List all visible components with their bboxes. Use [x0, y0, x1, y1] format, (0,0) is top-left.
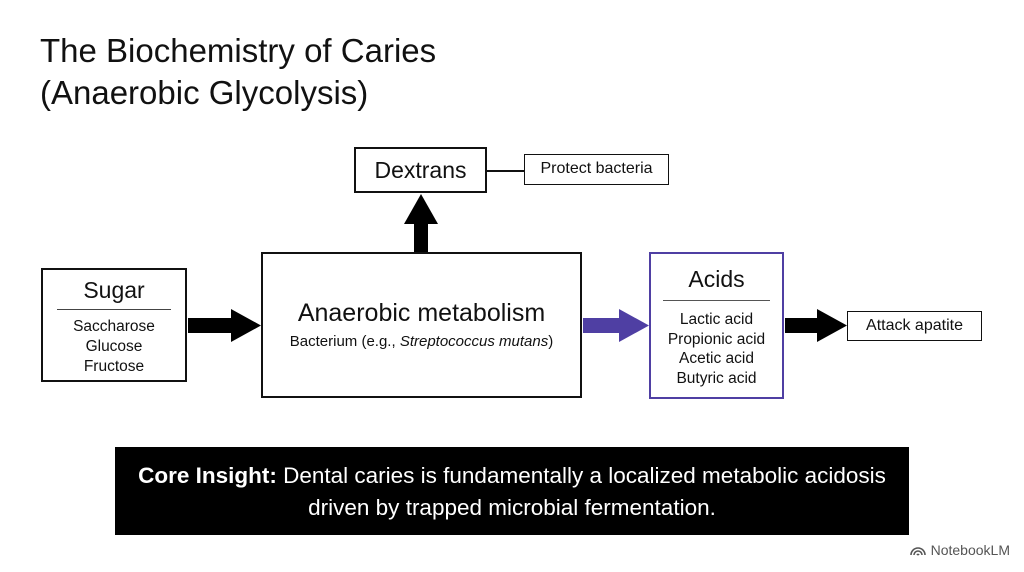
organism-name: Streptococcus mutans — [399, 333, 549, 350]
page-title: The Biochemistry of Caries (Anaerobic Gl… — [40, 30, 436, 114]
dextrans-connector-line — [487, 170, 524, 172]
metabolism-subtitle: Bacterium (e.g., Streptococcus mutans) — [263, 332, 580, 352]
acid-item: Acetic acid — [679, 350, 754, 367]
metabolism-subtitle-prefix: Bacterium (e.g., — [289, 333, 400, 350]
acids-divider — [663, 300, 770, 301]
sugar-divider — [57, 309, 171, 310]
arrow-metabolism-to-acids — [583, 309, 649, 342]
arrow-sugar-to-metabolism — [188, 309, 261, 342]
brand-name: NotebookLM — [930, 542, 1010, 558]
acids-box: Acids Lactic acid Propionic acid Acetic … — [649, 252, 784, 399]
protect-bacteria-box: Protect bacteria — [524, 154, 669, 185]
arrow-metabolism-to-dextrans — [404, 194, 438, 252]
metabolism-subtitle-suffix: ) — [548, 333, 554, 350]
metabolism-heading: Anaerobic metabolism — [297, 299, 546, 327]
core-insight-banner: Core Insight: Dental caries is fundament… — [115, 447, 909, 535]
acid-item: Lactic acid — [679, 311, 754, 328]
sugar-box: Sugar Saccharose Glucose Fructose — [41, 268, 187, 382]
sugar-item: Fructose — [83, 358, 145, 375]
attack-apatite-box: Attack apatite — [847, 311, 982, 341]
title-line-1: The Biochemistry of Caries — [40, 32, 437, 69]
title-line-2: (Anaerobic Glycolysis) — [40, 74, 369, 111]
dextrans-box: Dextrans — [354, 147, 487, 193]
arrow-acids-to-attack — [785, 309, 847, 342]
acid-item: Propionic acid — [667, 330, 766, 348]
acid-item: Butyric acid — [676, 369, 757, 387]
sugar-item: Saccharose — [73, 318, 155, 335]
dextrans-heading: Dextrans — [374, 157, 467, 183]
metabolism-box: Anaerobic metabolism Bacterium (e.g., St… — [261, 252, 582, 398]
brand-watermark: NotebookLM — [909, 542, 1010, 558]
acids-heading: Acids — [688, 266, 745, 292]
notebooklm-logo-icon — [909, 546, 926, 556]
sugar-heading: Sugar — [83, 277, 145, 303]
core-insight-text: Dental caries is fundamentally a localiz… — [276, 463, 886, 520]
sugar-item: Glucose — [85, 338, 143, 355]
core-insight-label: Core Insight: — [138, 463, 277, 488]
